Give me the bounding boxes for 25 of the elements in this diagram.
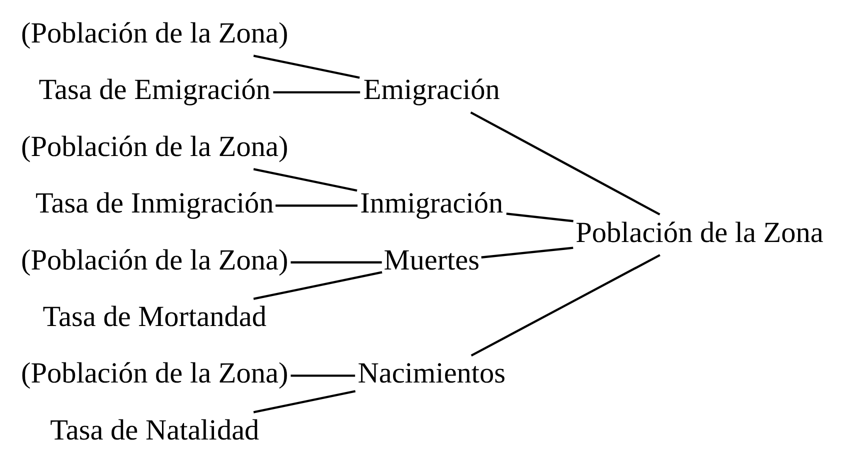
connector bbox=[506, 212, 573, 222]
node-text: Tasa de Inmigración bbox=[34, 188, 274, 220]
connector bbox=[252, 54, 360, 79]
node-text: Nacimientos bbox=[357, 358, 506, 390]
connector bbox=[470, 254, 660, 356]
node-text: (Población de la Zona) bbox=[20, 244, 288, 276]
node-text: (Población de la Zona) bbox=[20, 18, 288, 50]
connector bbox=[290, 374, 355, 377]
node-text: (Población de la Zona) bbox=[20, 358, 288, 390]
node-text: (Población de la Zona) bbox=[20, 130, 288, 163]
connector bbox=[275, 204, 358, 207]
node-text: Población de la Zona bbox=[575, 216, 823, 249]
connector bbox=[470, 111, 660, 216]
node-text: Tasa de Emigración bbox=[38, 74, 270, 106]
node-text: Tasa de Mortandad bbox=[42, 300, 266, 333]
connector bbox=[252, 271, 382, 300]
connector bbox=[272, 91, 360, 94]
connector bbox=[252, 168, 357, 192]
node-text: Emigración bbox=[362, 74, 500, 106]
node-text: Inmigración bbox=[360, 188, 503, 220]
node-text: Tasa de Natalidad bbox=[50, 414, 259, 446]
connector bbox=[252, 390, 356, 414]
node-text: Muertes bbox=[383, 244, 480, 276]
connector bbox=[290, 261, 382, 264]
connector bbox=[480, 246, 573, 258]
